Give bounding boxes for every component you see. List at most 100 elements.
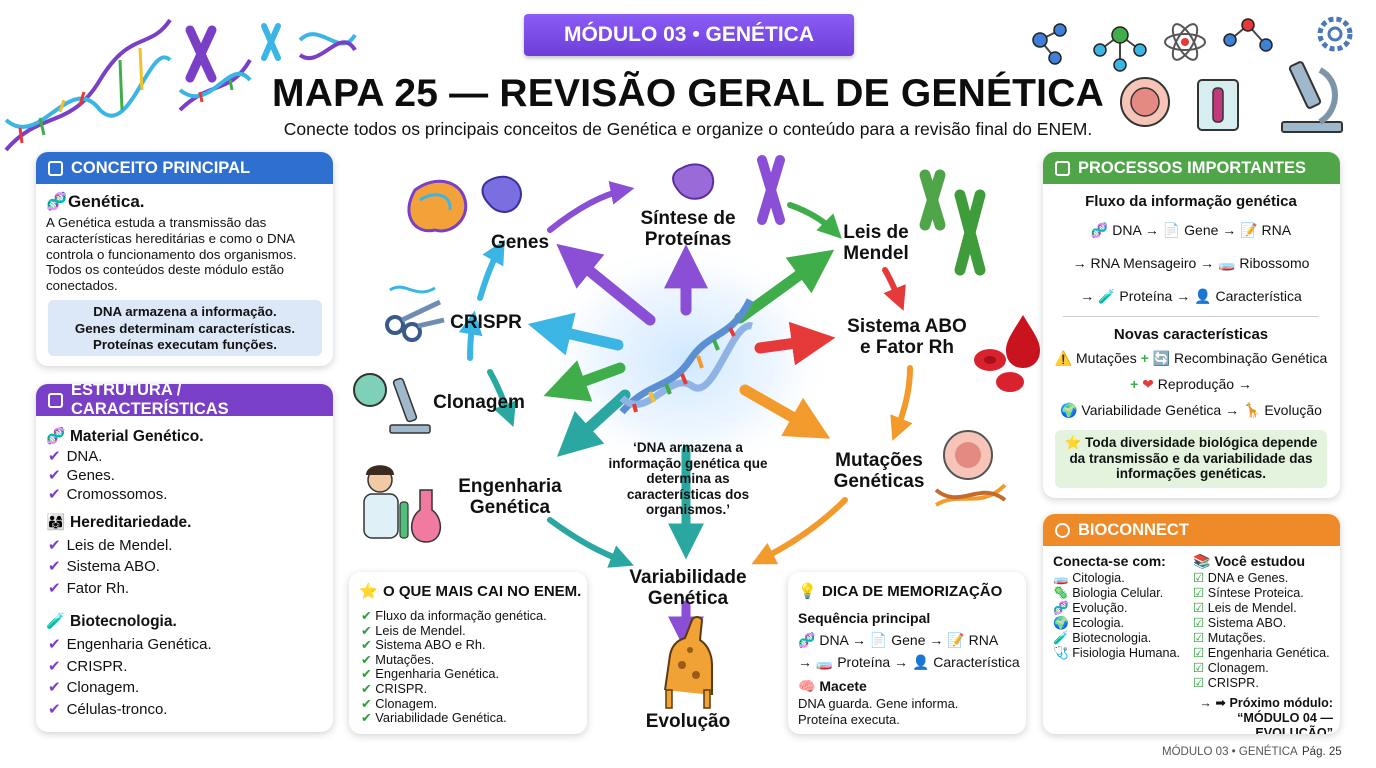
check-box-icon: ☑ (1193, 586, 1205, 600)
family-icon: 👨‍👩‍👧 (46, 514, 66, 531)
central-quote: ‘DNA armazena a informação genética que … (608, 440, 768, 517)
connect-item: 🧬 Evolução. (1053, 601, 1193, 616)
node-sintese-proteinas: Síntese de Proteínas (640, 208, 736, 250)
process-highlight-text: Toda diversidade biológica depende da tr… (1069, 435, 1318, 481)
list-item: ✔DNA. (48, 447, 102, 466)
chromosome-icons (757, 155, 986, 276)
check-icon: ✔ (48, 486, 61, 503)
check-icon: ✔ (48, 537, 61, 554)
connect-item: 🦠 Biologia Celular. (1053, 586, 1193, 601)
flow-item: Gene (1184, 222, 1219, 238)
new-item: Recombinação Genética (1174, 350, 1328, 366)
list-item: ✔ Engenharia Genética. (361, 667, 547, 682)
new-line-2: + ❤ Reprodução → (1130, 376, 1252, 392)
ribosome-icon: 🧫 (815, 654, 834, 670)
concept-highlight-line: Genes determinam características. (74, 320, 296, 336)
flow-item: Proteína (1119, 288, 1173, 304)
studied-title: 📚 Você estudou (1193, 554, 1338, 569)
check-box-icon: ☑ (1193, 571, 1205, 585)
list-item-label: Engenharia Genética. (375, 666, 500, 682)
list-item-label: Fator Rh. (66, 579, 130, 597)
concept-card-title: CONCEITO PRINCIPAL (71, 158, 251, 177)
memo-card-header: 💡 DICA DE MEMORIZAÇÃO (798, 582, 1002, 601)
trick-title: Macete (819, 678, 867, 694)
process-card-header: PROCESSOS IMPORTANTES (1043, 152, 1340, 184)
studied-item-label: Mutações. (1207, 631, 1266, 645)
brain-icon: 🧠 (798, 678, 816, 694)
list-item-label: Engenharia Genética. (66, 635, 212, 653)
memo-sequence-1: 🧬 DNA → 📄 Gene → 📝 RNA (798, 632, 999, 648)
list-item-label: Clonagem. (66, 678, 140, 696)
section-title: Material Genético. (70, 427, 204, 445)
heart-icon: ❤ (1142, 376, 1154, 392)
check-icon: ✔ (361, 622, 372, 638)
list-item: ✔CRISPR. (48, 657, 127, 676)
concept-card-header: CONCEITO PRINCIPAL (36, 152, 333, 184)
node-evolucao: Evolução (645, 711, 731, 732)
module-badge: MÓDULO 03 • GENÉTICA (524, 14, 854, 56)
list-item: ✔ Clonagem. (48, 678, 140, 697)
list-item: ✔ Sistema ABO e Rh. (361, 637, 547, 653)
next-module: → ➡ Próximo módulo: “MÓDULO 04 — EVOLUÇÃ… (1173, 696, 1333, 734)
check-box-icon: ☑ (1193, 661, 1205, 675)
flow-item: RNA (1261, 222, 1292, 238)
section-material-genetico: 🧬 Material Genético. (46, 427, 204, 446)
list-item-label: Fluxo da informação genética. (375, 608, 547, 623)
science-decoration-right (1032, 16, 1353, 133)
recycle-icon: 🔄 (1152, 350, 1171, 366)
check-box-icon: ☑ (1193, 646, 1205, 660)
new-line-3: 🌍 Variabilidade Genética → 🦒 Evolução (1060, 402, 1322, 418)
list-item-label: Leis de Mendel. (375, 622, 466, 638)
flow-title: Fluxo da informação genética (1085, 193, 1297, 210)
section-biotecnologia: 🧪 Biotecnologia. (46, 612, 177, 631)
list-item: ✔ CRISPR. (361, 681, 547, 697)
seq-item: Característica (933, 654, 1020, 670)
flow-item: DNA (1112, 222, 1142, 238)
node-genes: Genes (490, 232, 550, 253)
check-icon: ✔ (361, 637, 372, 653)
memo-sequence-2: → 🧫 Proteína → 👤 Característica (798, 654, 1020, 670)
check-icon: ✔ (361, 710, 372, 726)
node-engenharia-genetica: Engenharia Genética (458, 476, 562, 518)
seq-item: DNA (819, 632, 849, 648)
stethoscope-icon: 🩺 (1053, 646, 1069, 660)
concept-map-diagram (353, 155, 1040, 709)
check-icon: ✔ (48, 448, 61, 465)
bioconnect-connects: Conecta-se com: 🧫 Citologia. 🦠 Biologia … (1053, 554, 1193, 661)
node-mutacoes: Mutações Genéticas (833, 450, 925, 492)
list-item: ✔Genes. (48, 466, 115, 485)
studied-item-label: Síntese Proteica. (1207, 586, 1304, 600)
enem-card-header: ⭐ O QUE MAIS CAI NO ENEM. (359, 582, 581, 601)
protein-blob-icon (672, 163, 715, 200)
enem-card: ⭐ O QUE MAIS CAI NO ENEM. ✔ Fluxo da inf… (349, 572, 587, 734)
next-module-label: → ➡ Próximo módulo: (1199, 696, 1333, 710)
concept-highlight-box: DNA armazena a informação. Genes determi… (48, 300, 322, 356)
list-item-label: Variabilidade Genética. (375, 710, 507, 726)
memo-trick-line: Proteína executa. (798, 712, 900, 727)
check-icon: ✔ (48, 636, 61, 653)
flow-line-2: → RNA Mensageiro → 🧫 Ribossomo (1072, 255, 1310, 271)
studied-item-label: Leis de Mendel. (1207, 601, 1297, 615)
flow-item: Ribossomo (1239, 255, 1310, 271)
check-box-icon: ☑ (1193, 601, 1205, 615)
concept-highlight-line: Proteínas executam funções. (92, 337, 277, 352)
cell-icon: 🦠 (1053, 586, 1069, 600)
connect-item-label: Citologia. (1072, 571, 1125, 585)
studied-item: ☑ Leis de Mendel. (1193, 601, 1338, 616)
scissors-illustration (385, 285, 445, 342)
ribosome-icon: 🧫 (1218, 255, 1236, 271)
check-icon: ✔ (48, 658, 61, 675)
connect-item-label: Fisiologia Humana. (1072, 646, 1180, 660)
scientist-illustration (363, 465, 441, 543)
new-characteristics-title: Novas características (1113, 326, 1269, 343)
memo-trick-label: 🧠 Macete (798, 678, 867, 695)
protein-illustration (407, 175, 522, 233)
books-icon: 📚 (1193, 553, 1211, 569)
list-item-label: Sistema ABO. (66, 557, 160, 575)
concept-card: CONCEITO PRINCIPAL 🧬 Genética. A Genétic… (36, 152, 333, 366)
document-icon: 📄 (869, 632, 888, 648)
check-icon: ✔ (48, 679, 61, 696)
node-sistema-abo: Sistema ABO e Fator Rh (847, 316, 967, 358)
connect-item-label: Biotecnologia. (1072, 631, 1152, 645)
star-icon: ⭐ (359, 583, 378, 600)
